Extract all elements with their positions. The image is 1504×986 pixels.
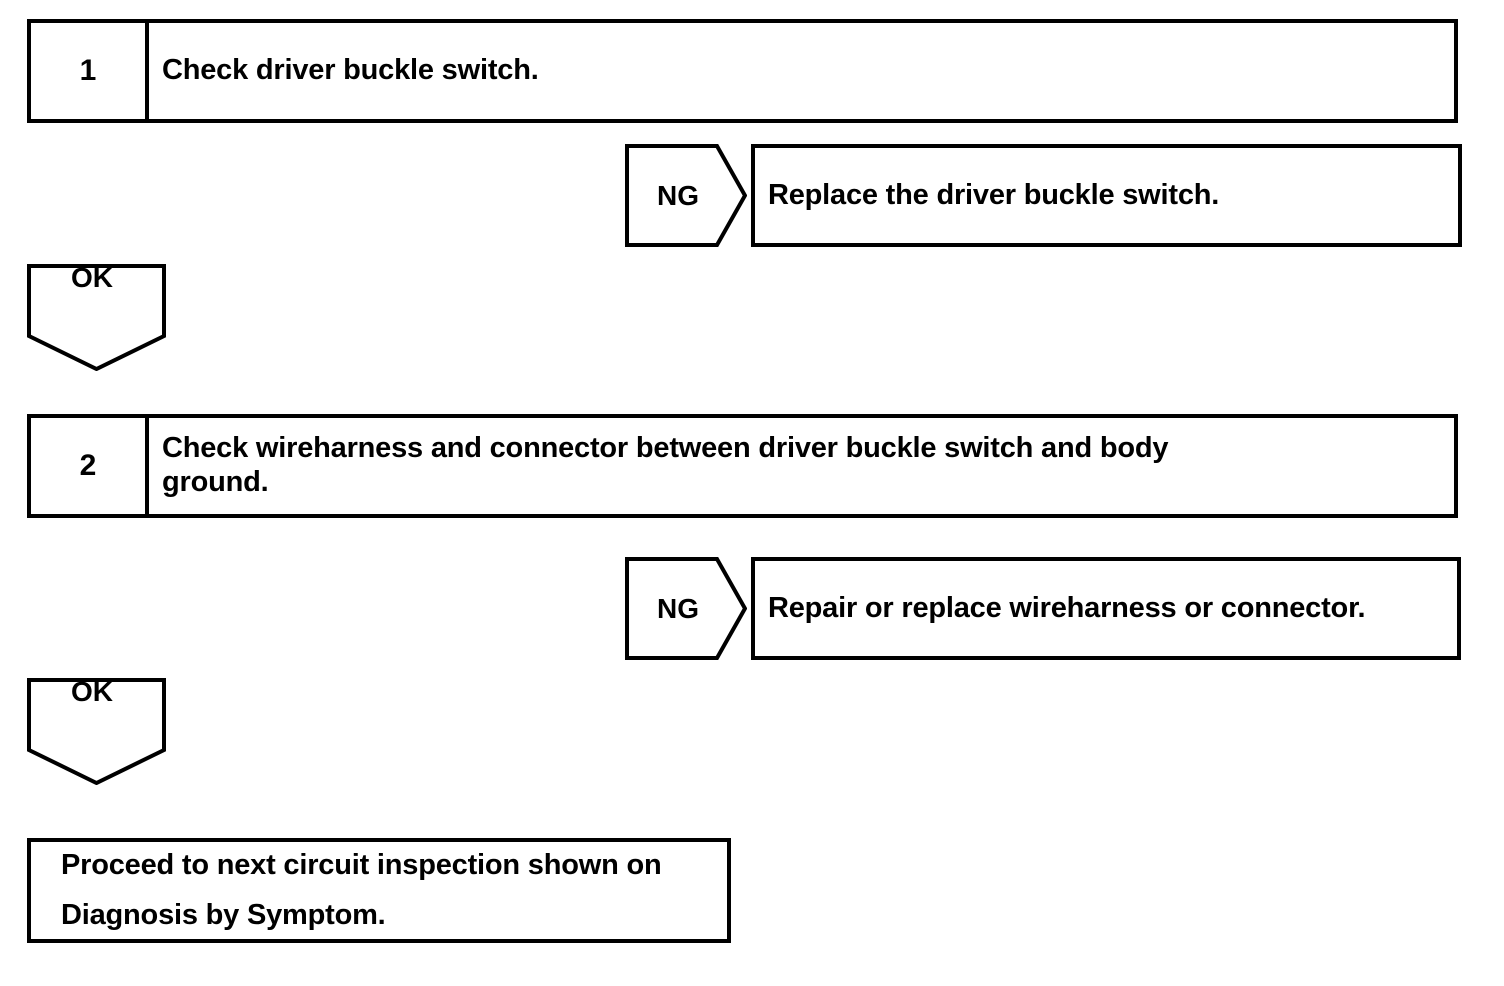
branch-action-text-1: Replace the driver buckle switch.	[768, 178, 1220, 211]
final-action-text: Proceed to next circuit inspection shown…	[31, 842, 727, 939]
final-action-text-line-1: Proceed to next circuit inspection shown…	[61, 848, 662, 881]
step-text-2: Check wireharness and connector between …	[149, 418, 1454, 514]
connector-ok-1: OK	[27, 264, 166, 371]
branch-action-box-1: Replace the driver buckle switch.	[751, 144, 1462, 247]
chevron-right-icon	[625, 144, 747, 247]
step-number-1: 1	[31, 23, 149, 119]
step-text-1: Check driver buckle switch.	[162, 54, 539, 87]
step-box-2: 2 Check wireharness and connector betwee…	[27, 414, 1458, 518]
branch-action-box-2: Repair or replace wireharness or connect…	[751, 557, 1461, 660]
branch-chevron-ng-1: NG	[625, 144, 747, 247]
chevron-right-icon	[625, 557, 747, 660]
step-text-2-line-1: Check wireharness and connector between …	[162, 432, 1169, 465]
branch-label-ng-2: NG	[657, 592, 699, 624]
final-action-text-line-2: Diagnosis by Symptom.	[61, 898, 386, 931]
step-number-2: 2	[31, 418, 149, 514]
pentagon-down-icon	[27, 678, 166, 785]
final-action-box: Proceed to next circuit inspection shown…	[27, 838, 731, 943]
branch-label-ng-1: NG	[657, 179, 699, 211]
connector-ok-2: OK	[27, 678, 166, 785]
step-text-2-line-2: ground.	[162, 466, 269, 498]
pentagon-down-icon	[27, 264, 166, 371]
branch-action-text-2: Repair or replace wireharness or connect…	[768, 591, 1366, 624]
connector-label-ok-1: OK	[71, 262, 113, 293]
step-box-1: 1 Check driver buckle switch.	[27, 19, 1458, 123]
connector-label-ok-2: OK	[71, 676, 113, 707]
branch-chevron-ng-2: NG	[625, 557, 747, 660]
